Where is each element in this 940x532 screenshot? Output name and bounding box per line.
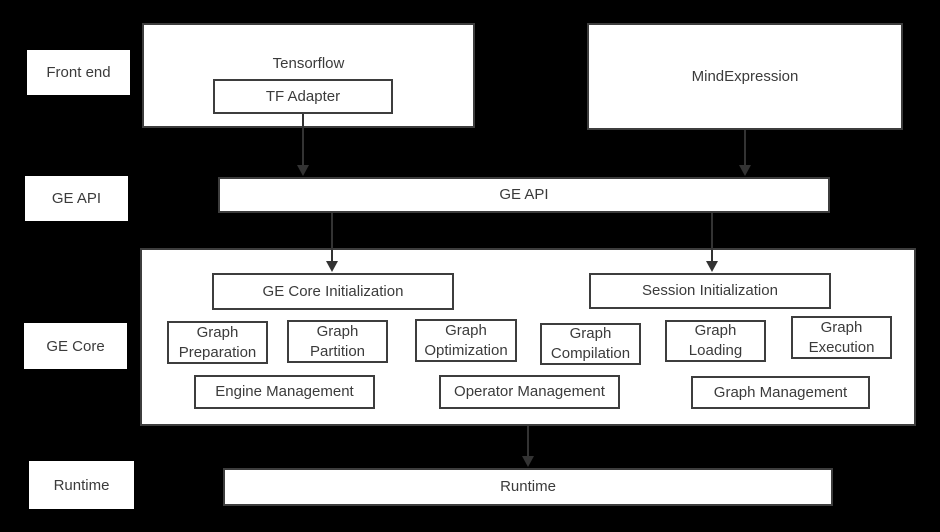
graph-loading-line1: Graph — [694, 322, 737, 339]
node-tf-adapter: TF Adapter — [213, 79, 393, 114]
graph-partition-line1: Graph — [316, 322, 359, 340]
arrow-ge-core-to-runtime — [522, 426, 534, 467]
node-graph-loading: Graph Loading — [665, 320, 766, 362]
node-graph-management: Graph Management — [691, 376, 870, 409]
arrow-head-icon — [706, 261, 718, 272]
graph-partition-line2: Partition — [309, 342, 366, 360]
arrow-head-icon — [739, 165, 751, 176]
tensorflow-title: Tensorflow — [272, 55, 345, 72]
arrow-mind-expression-to-ge-api — [739, 130, 751, 176]
node-ge-core-initialization: GE Core Initialization — [212, 273, 454, 310]
arrow-head-icon — [326, 261, 338, 272]
node-ge-api: GE API — [218, 177, 830, 213]
graph-loading-line2: Loading — [688, 342, 743, 359]
node-graph-compilation: Graph Compilation — [540, 323, 641, 365]
graph-compilation-line1: Graph — [569, 325, 612, 342]
node-engine-management: Engine Management — [194, 375, 375, 409]
arrow-shaft — [527, 426, 529, 456]
node-graph-execution: Graph Execution — [791, 316, 892, 359]
graph-execution-line2: Execution — [808, 338, 875, 356]
side-label-ge-api: GE API — [25, 176, 128, 221]
node-runtime: Runtime — [223, 468, 833, 506]
graph-compilation-line2: Compilation — [550, 345, 631, 362]
node-operator-management: Operator Management — [439, 375, 620, 409]
graph-optimization-line1: Graph — [445, 321, 487, 339]
node-session-initialization: Session Initialization — [589, 273, 831, 309]
node-mind-expression: MindExpression — [587, 23, 903, 130]
node-graph-partition: Graph Partition — [287, 320, 388, 363]
arrow-head-icon — [297, 165, 309, 176]
graph-optimization-line2: Optimization — [424, 341, 508, 359]
arrow-ge-api-to-session-initialization — [706, 213, 718, 272]
arrow-head-icon — [522, 456, 534, 467]
graph-execution-line1: Graph — [820, 318, 863, 336]
arrow-shaft — [744, 130, 746, 165]
side-label-ge-core: GE Core — [24, 323, 127, 369]
graph-preparation-line2: Preparation — [178, 343, 257, 361]
graph-preparation-line1: Graph — [196, 323, 239, 341]
side-label-runtime: Runtime — [29, 461, 134, 509]
arrow-shaft — [302, 114, 304, 165]
side-label-front-end: Front end — [27, 50, 130, 95]
arrow-tf-adapter-to-ge-api — [297, 114, 309, 176]
node-graph-preparation: Graph Preparation — [167, 321, 268, 364]
arrow-shaft — [711, 213, 713, 261]
node-graph-optimization: Graph Optimization — [415, 319, 517, 362]
arrow-ge-api-to-ge-core-initialization — [326, 213, 338, 272]
arrow-shaft — [331, 213, 333, 261]
